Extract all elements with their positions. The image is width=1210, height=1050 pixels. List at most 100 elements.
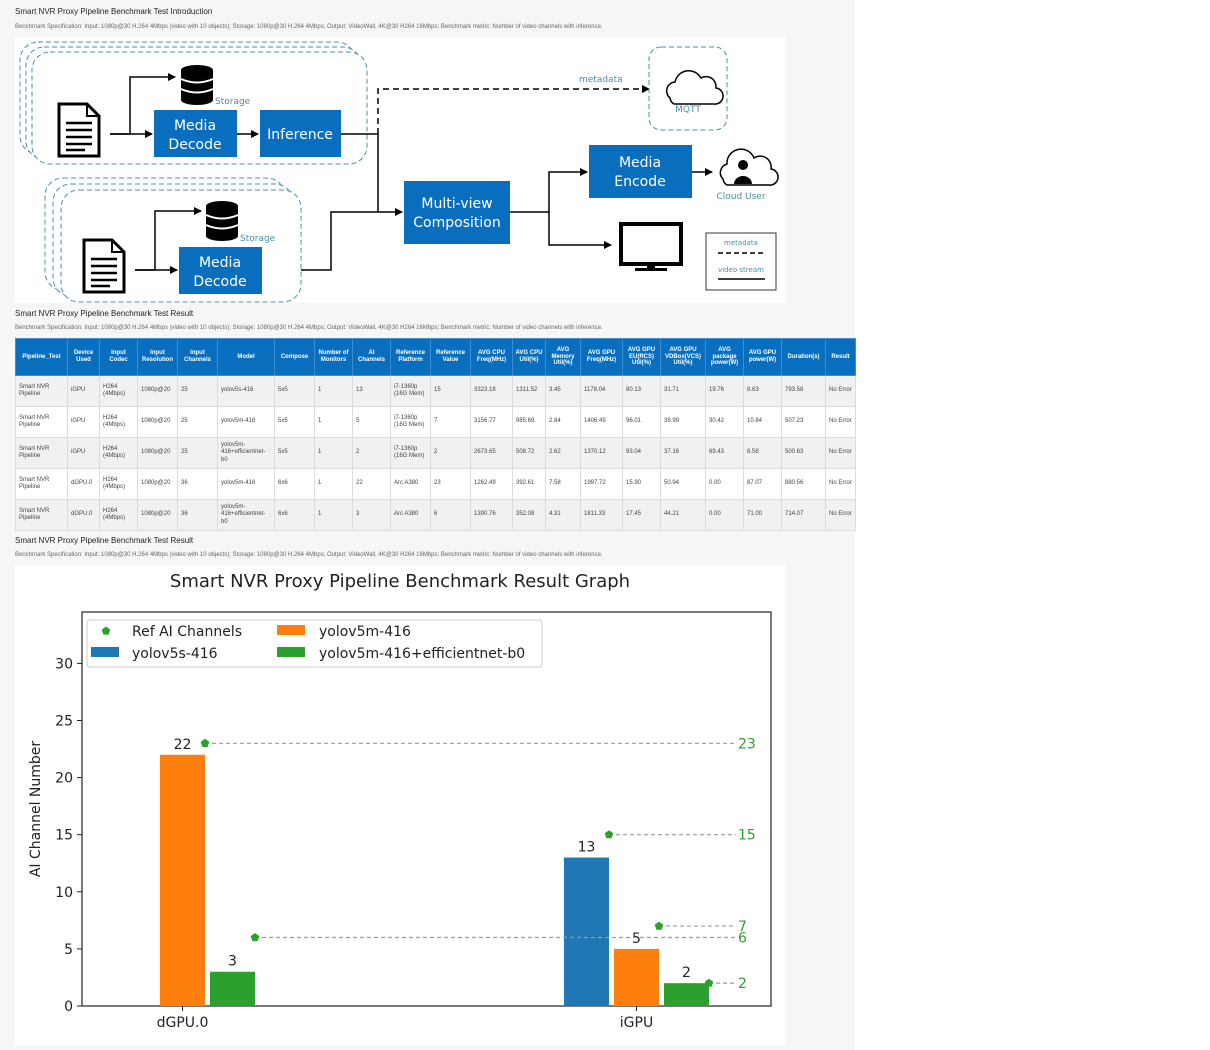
table-header-cell: AVG CPU Freq(MHz) [470, 338, 513, 376]
table-cell: 3.45 [545, 375, 581, 407]
table-cell: 1080p@20 [137, 375, 178, 407]
table-cell: 2.62 [545, 437, 581, 469]
table-cell: 507.23 [781, 406, 826, 438]
legend-ref-label: Ref AI Channels [132, 624, 242, 640]
table-cell: 13 [352, 375, 391, 407]
table-cell: 2673.65 [470, 437, 513, 469]
table-cell: 31.71 [660, 375, 706, 407]
table-cell: 3156.77 [470, 406, 513, 438]
storage-label-bottom: Storage [240, 234, 276, 244]
table-cell: 5x5 [274, 437, 315, 469]
table-cell: 15.90 [622, 468, 661, 500]
table-cell: 5x5 [274, 375, 315, 407]
legend-video-stream-label: video stream [718, 266, 764, 274]
reference-value-label: 7 [738, 919, 747, 935]
table-cell: 25 [177, 437, 218, 469]
table-cell: 93.04 [622, 437, 661, 469]
table-cell: 985.69 [512, 406, 546, 438]
table-cell: 4.31 [545, 499, 581, 531]
table-header-cell: Model [217, 338, 275, 376]
y-tick-label: 10 [55, 885, 73, 901]
table-cell: 1 [314, 468, 353, 500]
table-cell: 2 [430, 437, 471, 469]
legend-label-yolov5s-416: yolov5s-416 [132, 646, 218, 662]
table-cell: 44.21 [660, 499, 706, 531]
table-cell: Smart NVR Pipeline [15, 499, 68, 531]
inference-box [260, 110, 341, 157]
table-header-cell: Input Resolution [137, 338, 178, 376]
bar-yolov5m-416+efficientnet-b0 [210, 971, 255, 1006]
table-cell: No Error [825, 437, 856, 469]
media-decode-bottom-line1: Media [199, 255, 241, 271]
table-cell: 1370.12 [580, 437, 623, 469]
bar-value-label: 13 [578, 840, 596, 856]
bar-yolov5m-416 [614, 948, 659, 1006]
table-header-cell: AVG GPU Freq(MHz) [580, 338, 623, 376]
table-header-cell: Duration(s) [781, 338, 826, 376]
table-cell: 6x6 [274, 468, 315, 500]
bar-yolov5s-416 [564, 857, 609, 1006]
table-cell: No Error [825, 468, 856, 500]
table-cell: 19.76 [705, 375, 744, 407]
table-header-cell: Input Codec [99, 338, 138, 376]
table-cell: iGPU [67, 375, 100, 407]
table-cell: 3 [352, 499, 391, 531]
table-cell: 17.45 [622, 499, 661, 531]
table-cell: i7-1360p (16G Mem) [390, 437, 431, 469]
benchmark-result-chart: Smart NVR Proxy Pipeline Benchmark Resul… [15, 565, 786, 1045]
y-axis-label: AI Channel Number [28, 741, 44, 878]
table-cell: iGPU [67, 406, 100, 438]
table-cell: 1178.04 [580, 375, 623, 407]
chart-legend [86, 619, 543, 668]
graph-benchmark-spec: Benchmark Specification: Input: 1080p@30… [15, 552, 603, 558]
legend-swatch-yolov5s-416 [91, 647, 119, 657]
reference-marker [704, 978, 714, 987]
table-cell: 7 [430, 406, 471, 438]
table-cell: 6x6 [274, 499, 315, 531]
table-cell: H264 (4Mbps) [99, 375, 138, 407]
table-cell: 500.63 [781, 437, 826, 469]
chart-title: Smart NVR Proxy Pipeline Benchmark Resul… [170, 571, 630, 592]
table-cell: 392.61 [512, 468, 546, 500]
table-cell: H264 (4Mbps) [99, 437, 138, 469]
table-cell: yolov5m-416 [217, 406, 275, 438]
intro-section-title: Smart NVR Proxy Pipeline Benchmark Test … [15, 7, 213, 16]
table-header-cell: AVG GPU VDBox(VCS) Util(%) [660, 338, 706, 376]
table-cell: 3323.18 [470, 375, 513, 407]
document-icon [57, 102, 101, 158]
table-cell: yolov5s-416 [217, 375, 275, 407]
table-cell: 1 [314, 437, 353, 469]
table-cell: 2.84 [545, 406, 581, 438]
table-cell: H264 (4Mbps) [99, 406, 138, 438]
media-encode-line1: Media [619, 155, 661, 171]
table-cell: 714.07 [781, 499, 826, 531]
table-header-cell: Number of Monitors [314, 338, 353, 376]
media-decode-top-line1: Media [174, 118, 216, 134]
legend-metadata-label: metadata [724, 239, 758, 247]
table-cell: Smart NVR Pipeline [15, 375, 68, 407]
table-cell: 1 [314, 375, 353, 407]
table-cell: 2 [352, 437, 391, 469]
media-encode-line2: Encode [614, 174, 665, 190]
legend-label-yolov5m-416: yolov5m-416 [319, 624, 411, 640]
table-cell: Arc A380 [390, 468, 431, 500]
bar-value-label: 5 [632, 931, 641, 947]
table-header-cell: Pipeline_Test [15, 338, 68, 376]
table-cell: 793.58 [781, 375, 826, 407]
table-cell: 23 [430, 468, 471, 500]
legend-swatch-yolov5m-416+efficientnet-b0 [277, 647, 305, 657]
table-cell: H264 (4Mbps) [99, 468, 138, 500]
table-cell: 1811.33 [580, 499, 623, 531]
table-cell: 5 [352, 406, 391, 438]
table-cell: 880.56 [781, 468, 826, 500]
table-cell: 0.00 [705, 468, 744, 500]
table-cell: yolov5m-416+efficientnet-b0 [217, 499, 275, 531]
plot-area-frame [81, 611, 772, 1007]
table-cell: 1080p@20 [137, 468, 178, 500]
table-cell: 0.00 [705, 499, 744, 531]
media-decode-bottom-line2: Decode [193, 274, 246, 290]
